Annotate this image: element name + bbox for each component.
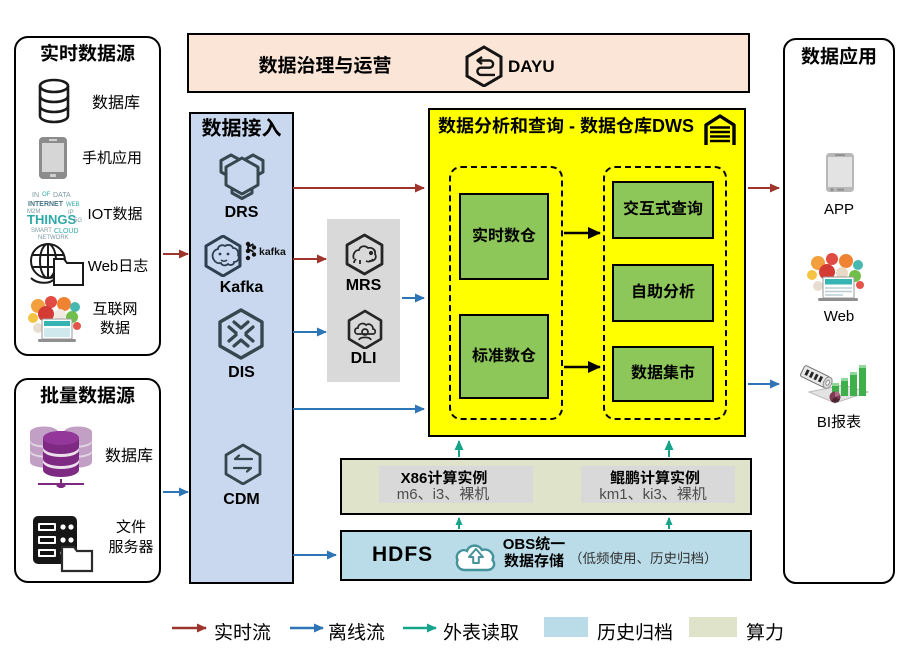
svg-text:WEB: WEB xyxy=(66,202,80,208)
svg-text:DATA: DATA xyxy=(53,192,71,199)
svg-text:NETWORK: NETWORK xyxy=(38,235,69,240)
svg-text:SMART: SMART xyxy=(31,228,52,234)
svg-text:kafka: kafka xyxy=(259,246,286,258)
svg-text:OF: OF xyxy=(42,192,51,198)
svg-text:THINGS: THINGS xyxy=(27,212,76,227)
svg-text:M2M: M2M xyxy=(27,209,40,215)
svg-text:IP: IP xyxy=(68,210,74,216)
svg-text:IN: IN xyxy=(32,192,39,199)
svg-text:INTERNET: INTERNET xyxy=(28,201,64,208)
svg-text:5G: 5G xyxy=(74,218,82,224)
svg-text:CLOUD: CLOUD xyxy=(54,228,79,235)
